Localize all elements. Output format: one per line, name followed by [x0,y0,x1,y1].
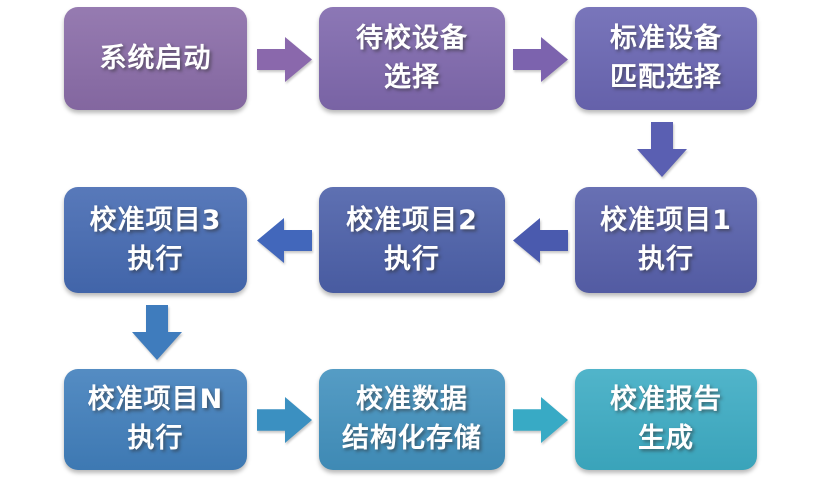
arrow-left-icon [513,218,568,263]
arrow-right-icon [513,37,568,82]
arrow-down-icon [637,122,687,177]
arrow-right-icon [513,397,568,443]
step-label: 校准项目1 [600,204,732,236]
step-standard-device-match-select: 标准设备 匹配选择 [575,7,757,110]
step-calibration-data-storage: 校准数据 结构化存储 [319,369,505,470]
step-calibration-item-3: 校准项目3 执行 [64,187,247,293]
step-label: 待校设备 [356,23,468,55]
step-label: 校准项目2 [346,204,478,236]
arrow-right-icon [257,37,312,82]
step-calibration-item-2: 校准项目2 执行 [319,187,505,293]
step-calibration-report-generate: 校准报告 生成 [575,369,757,470]
step-label: 系统启动 [99,42,212,74]
step-label: 生成 [638,423,694,454]
step-label: 结构化存储 [342,423,482,454]
arrow-right-icon [257,397,312,443]
step-label: 执行 [638,243,694,275]
step-calibration-item-1: 校准项目1 执行 [575,187,757,293]
step-label: 执行 [384,243,440,275]
arrow-down-icon [132,305,182,360]
step-label: 校准报告 [610,384,722,416]
step-label: 校准项目3 [89,204,222,236]
step-system-start: 系统启动 [64,7,247,110]
step-label: 校准项目N [87,384,224,416]
step-label: 标准设备 [610,23,722,55]
step-label: 校准数据 [356,384,468,416]
step-device-under-test-select: 待校设备 选择 [319,7,505,110]
step-calibration-item-n: 校准项目N 执行 [64,369,247,470]
step-label: 匹配选择 [610,62,722,93]
step-label: 选择 [384,62,440,93]
step-label: 执行 [127,423,184,454]
step-label: 执行 [127,243,184,275]
arrow-left-icon [257,218,312,263]
